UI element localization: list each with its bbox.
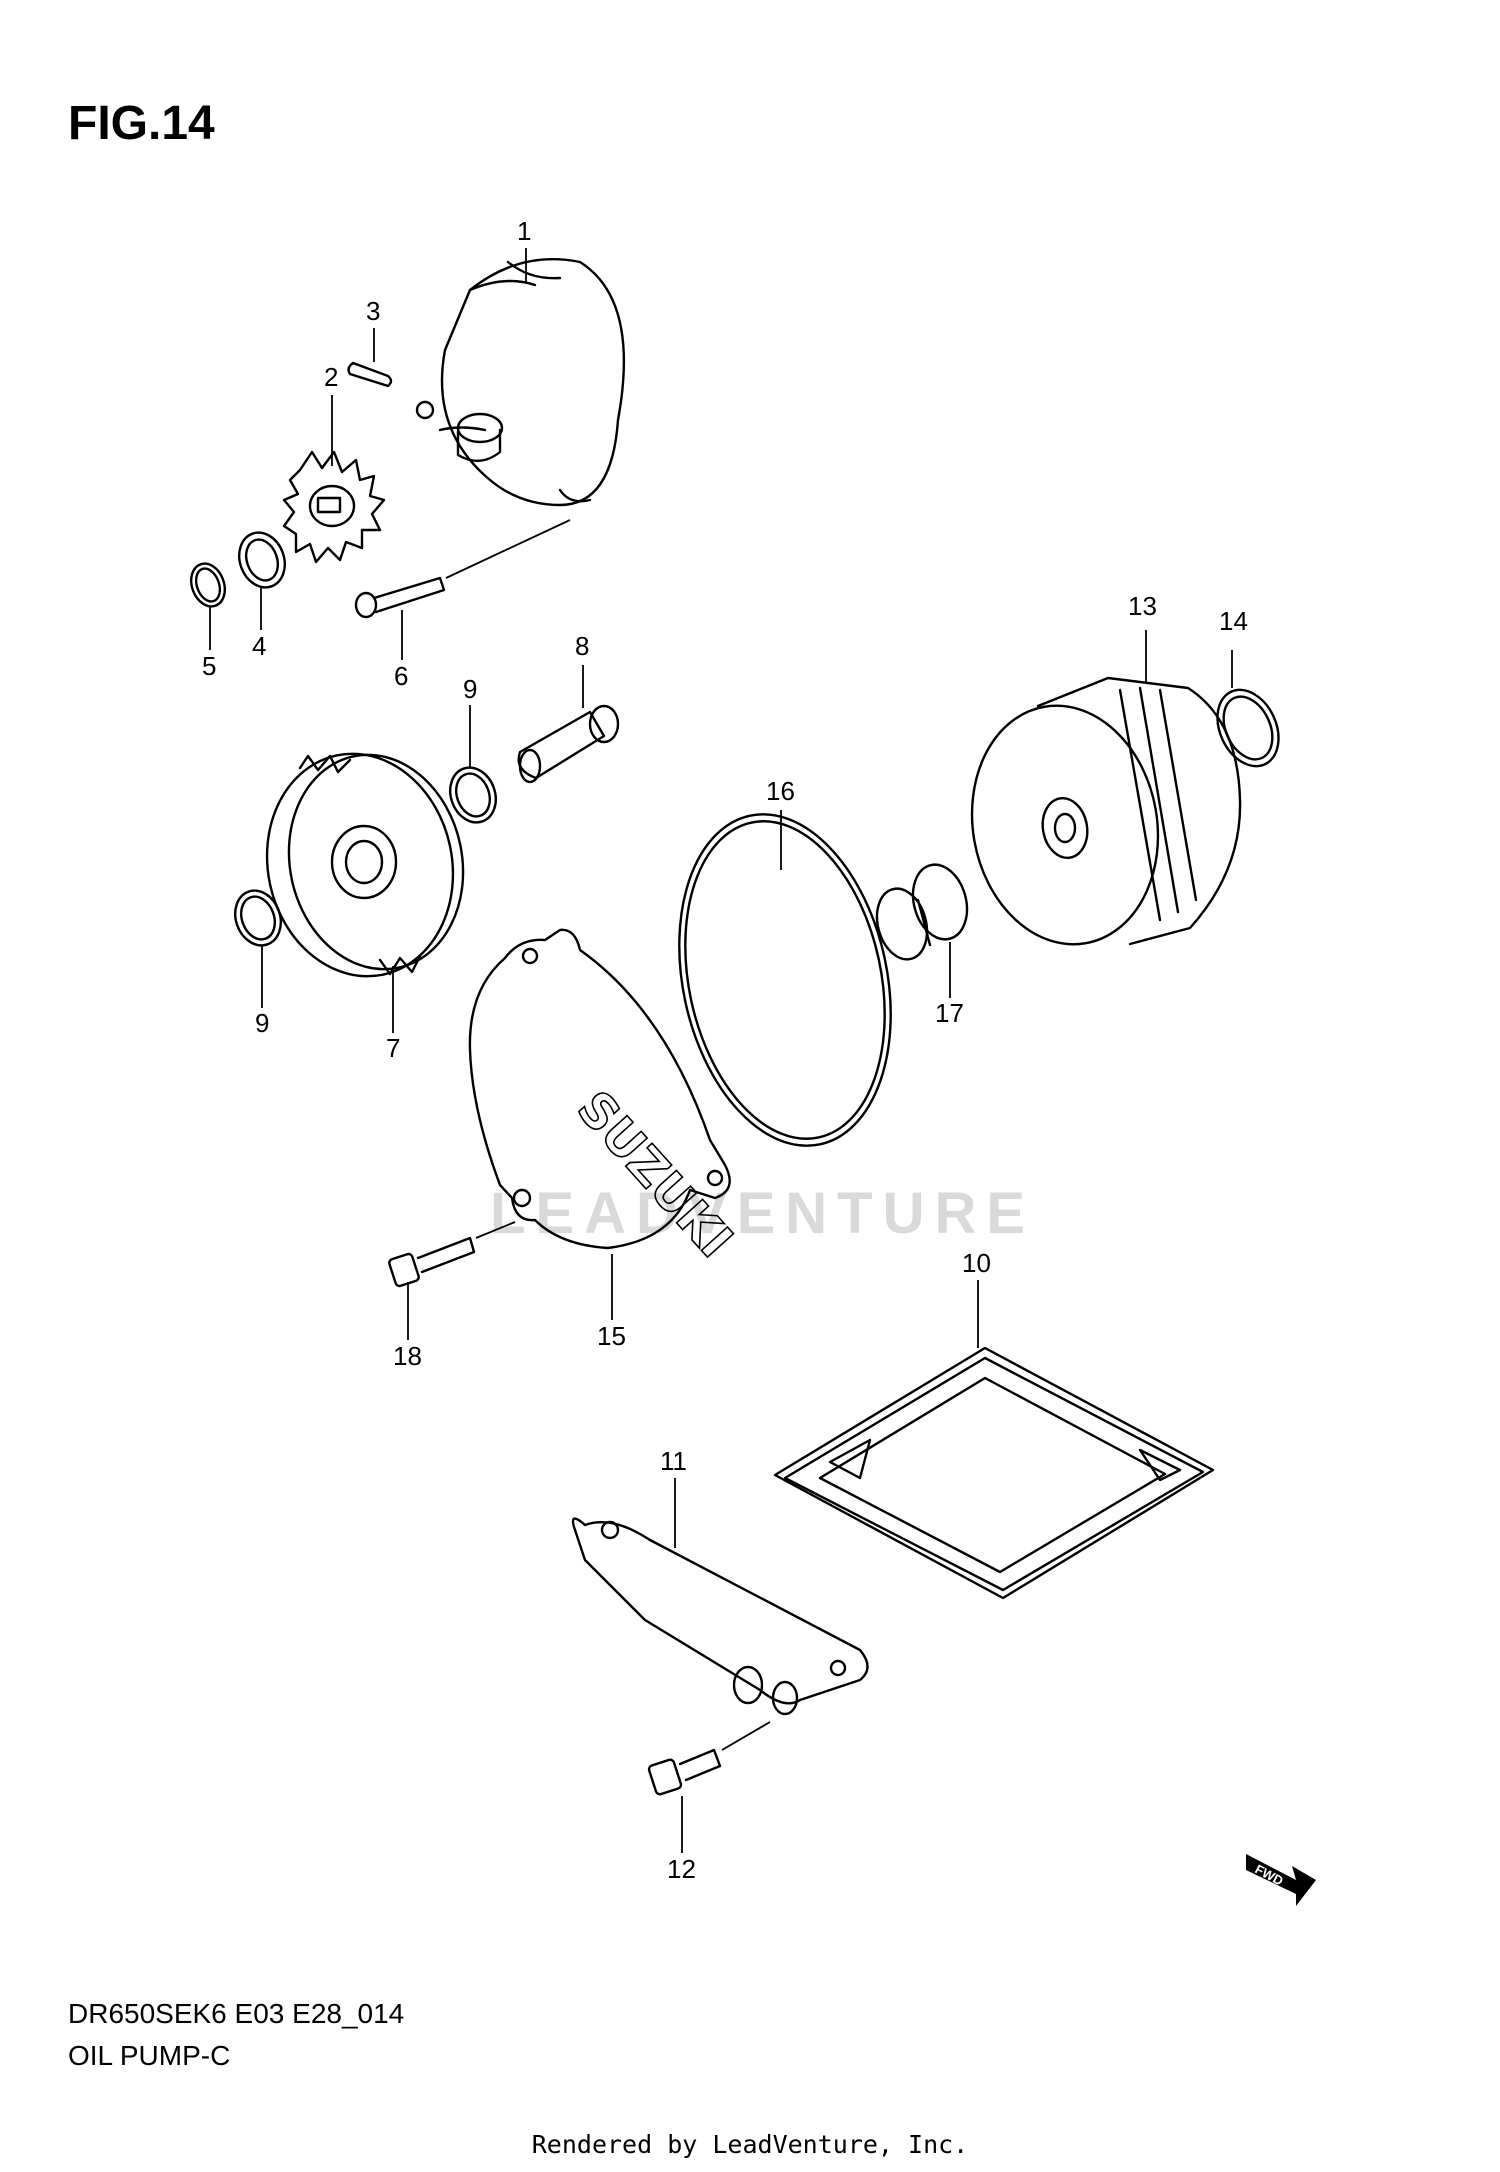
- fwd-label: FWD: [1253, 1861, 1286, 1888]
- part-16-o-ring[interactable]: [650, 794, 919, 1165]
- part-17-spring[interactable]: [870, 859, 975, 965]
- callout-14[interactable]: 14: [1219, 606, 1248, 636]
- callout-9-lower[interactable]: 9: [255, 1008, 269, 1038]
- callout-7[interactable]: 7: [386, 1033, 400, 1063]
- part-13-oil-filter[interactable]: [954, 676, 1242, 959]
- section-name: OIL PUMP-C: [68, 2040, 231, 2071]
- watermark: LEADVENTURE: [490, 1181, 1036, 1246]
- fwd-arrow-badge: FWD: [1246, 1854, 1316, 1906]
- callout-3[interactable]: 3: [366, 296, 380, 326]
- callout-5[interactable]: 5: [202, 651, 216, 681]
- callout-10[interactable]: 10: [962, 1248, 991, 1278]
- part-1-oil-pump-body[interactable]: [415, 258, 626, 507]
- part-8-shaft[interactable]: [517, 704, 620, 784]
- rendered-by-credit: Rendered by LeadVenture, Inc.: [531, 2130, 969, 2159]
- callout-13[interactable]: 13: [1128, 591, 1157, 621]
- part-5-circlip[interactable]: [185, 559, 230, 611]
- fig-title: FIG.14: [68, 97, 215, 150]
- callout-9-upper[interactable]: 9: [463, 674, 477, 704]
- part-12-bolt[interactable]: [647, 1721, 771, 1796]
- part-7-driven-gear[interactable]: [247, 736, 483, 993]
- part-9-circlip-lower[interactable]: [228, 884, 288, 952]
- callout-2[interactable]: 2: [324, 362, 338, 392]
- cover-logo-text: SUZUKI: [566, 1081, 743, 1269]
- callout-1[interactable]: 1: [517, 216, 531, 246]
- part-9-circlip-upper[interactable]: [443, 761, 503, 829]
- callout-11[interactable]: 11: [660, 1446, 687, 1476]
- callout-17[interactable]: 17: [935, 998, 964, 1028]
- part-3-pin[interactable]: [347, 361, 393, 388]
- callout-15[interactable]: 15: [597, 1321, 626, 1351]
- model-code: DR650SEK6 E03 E28_014: [68, 1998, 405, 2029]
- part-14-o-ring[interactable]: [1206, 680, 1291, 776]
- part-4-washer[interactable]: [232, 526, 292, 594]
- leader-lines: [209, 248, 1233, 1853]
- part-2-drive-gear[interactable]: [282, 450, 386, 564]
- callout-16[interactable]: 16: [766, 776, 795, 806]
- callout-8[interactable]: 8: [575, 631, 589, 661]
- part-18-bolt[interactable]: [388, 1221, 516, 1288]
- part-15-oil-filter-cover[interactable]: SUZUKI: [468, 928, 744, 1269]
- part-11-strainer-bracket[interactable]: [571, 1517, 869, 1716]
- callout-18[interactable]: 18: [393, 1341, 422, 1371]
- callout-12[interactable]: 12: [667, 1854, 696, 1884]
- part-10-oil-strainer[interactable]: [773, 1346, 1215, 1600]
- callout-4[interactable]: 4: [252, 631, 266, 661]
- callout-6[interactable]: 6: [394, 661, 408, 691]
- part-6-screw[interactable]: [354, 519, 571, 619]
